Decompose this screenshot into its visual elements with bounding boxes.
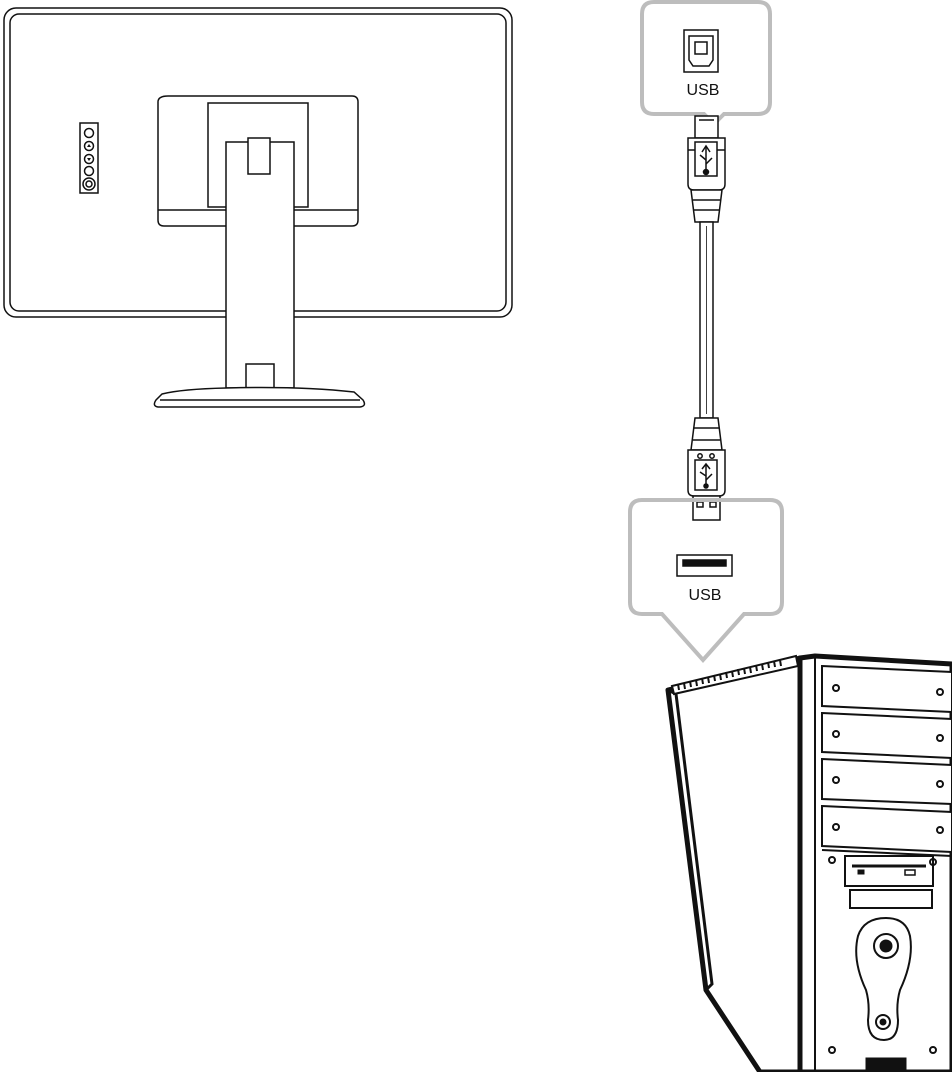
input-button-icon: [83, 165, 95, 177]
usb-cable: [687, 115, 726, 521]
up-button-icon: [83, 140, 95, 152]
callout-usb-a: USB: [628, 498, 784, 664]
tower-side-panel: [665, 655, 803, 1072]
usb-logo-icon: [699, 462, 713, 489]
menu-button-icon: [83, 127, 95, 139]
callout-usb-a-label: USB: [689, 587, 722, 604]
down-button-icon: [83, 153, 95, 165]
usb-logo-icon: [699, 144, 713, 176]
tower-badge: [865, 1057, 907, 1072]
monitor-stand-base: [153, 386, 366, 408]
callout-usb-b: USB: [640, 0, 772, 127]
drive-bays: [821, 664, 952, 854]
usb-type-b-port-icon: [683, 29, 719, 73]
drive-bay-3: [821, 757, 952, 806]
usb-type-a-port-icon: [676, 554, 733, 577]
usb-a-plug: [687, 417, 726, 521]
power-button-icon: [82, 177, 96, 191]
usb-b-plug: [687, 115, 726, 223]
monitor-stand-neck: [225, 141, 295, 389]
callout-usb-b-label: USB: [687, 82, 720, 99]
computer-tower: [665, 653, 952, 1072]
drive-bay-4: [821, 804, 952, 854]
monitor-control-buttons: [79, 122, 99, 194]
drive-bay-2: [821, 711, 952, 760]
monitor-rear-view: [3, 7, 513, 408]
drive-bay-1: [821, 664, 952, 714]
